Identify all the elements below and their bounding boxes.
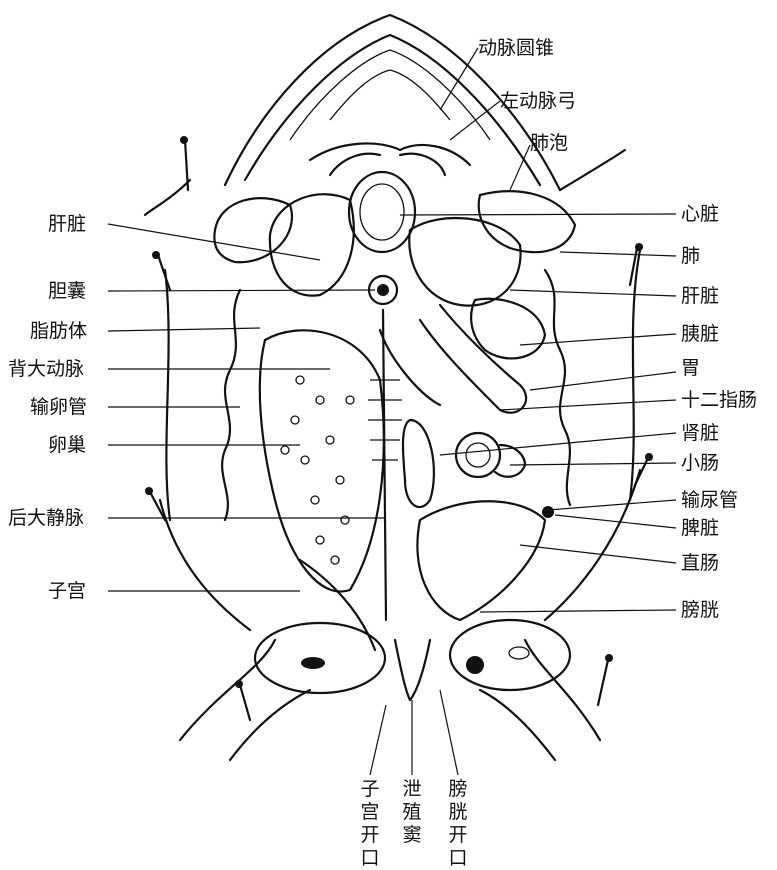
- label-pancreas: 胰脏: [681, 323, 719, 345]
- label-liver-left: 肝脏: [48, 213, 86, 235]
- label-ovary: 卵巢: [48, 434, 86, 456]
- label-small-intestine: 小肠: [681, 452, 719, 474]
- label-gallbladder: 胆囊: [48, 280, 86, 302]
- label-duodenum: 十二指肠: [681, 389, 757, 411]
- label-cloaca: 泄殖窦: [401, 778, 423, 847]
- label-bladder-opening: 膀胱开口: [447, 778, 469, 870]
- label-oviduct: 输卵管: [30, 396, 87, 418]
- label-dorsal-aorta: 背大动脉: [8, 358, 84, 380]
- label-conus-arteriosus: 动脉圆锥: [478, 37, 554, 59]
- label-ureter: 输尿管: [681, 489, 738, 511]
- label-uterine-opening: 子宫开口: [359, 778, 381, 870]
- label-rectum: 直肠: [681, 552, 719, 574]
- label-kidney: 肾脏: [681, 422, 719, 444]
- label-stomach: 胃: [681, 357, 700, 379]
- label-heart: 心脏: [681, 203, 719, 225]
- label-fat-body: 脂肪体: [30, 320, 87, 342]
- label-posterior-vena-cava: 后大静脉: [8, 507, 84, 529]
- label-liver-right: 肝脏: [681, 285, 719, 307]
- label-lung: 肺: [681, 245, 700, 267]
- label-left-aortic-arch: 左动脉弓: [500, 90, 576, 112]
- label-bladder: 膀胱: [681, 599, 719, 621]
- label-alveoli: 肺泡: [530, 132, 568, 154]
- label-uterus: 子宫: [48, 580, 86, 602]
- label-spleen: 脾脏: [681, 517, 719, 539]
